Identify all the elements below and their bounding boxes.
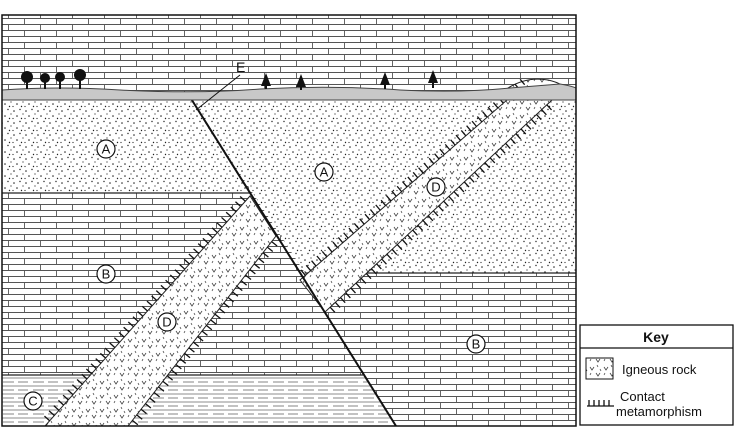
label-c: C: [23, 391, 43, 411]
key-box: Key Igneous rock Contact metamorphism: [579, 324, 734, 426]
svg-text:D: D: [431, 180, 440, 195]
key-contact-swatch: [587, 400, 614, 407]
key-contact-label-line1: Contact: [620, 389, 665, 404]
svg-text:D: D: [162, 315, 171, 330]
svg-text:C: C: [28, 394, 37, 409]
key-igneous-swatch: [585, 357, 614, 380]
fault-line-e: [189, 96, 397, 426]
label-d-right: D: [426, 177, 446, 197]
label-a-left: A: [96, 139, 116, 159]
label-a-right: A: [314, 162, 334, 182]
svg-text:A: A: [320, 165, 329, 180]
ground-surface: [2, 83, 576, 101]
label-b-right: B: [466, 334, 486, 354]
key-igneous-label: Igneous rock: [622, 362, 697, 377]
key-title: Key: [643, 329, 669, 345]
tree-icons: [21, 69, 438, 90]
svg-text:B: B: [472, 337, 481, 352]
label-b-left: B: [96, 264, 116, 284]
fault-label-e: E: [236, 59, 245, 75]
label-d-left: D: [157, 312, 177, 332]
key-contact-label-line2: metamorphism: [616, 404, 702, 419]
svg-text:A: A: [102, 142, 111, 157]
svg-text:B: B: [102, 267, 111, 282]
diagram-frame: [1, 14, 577, 427]
